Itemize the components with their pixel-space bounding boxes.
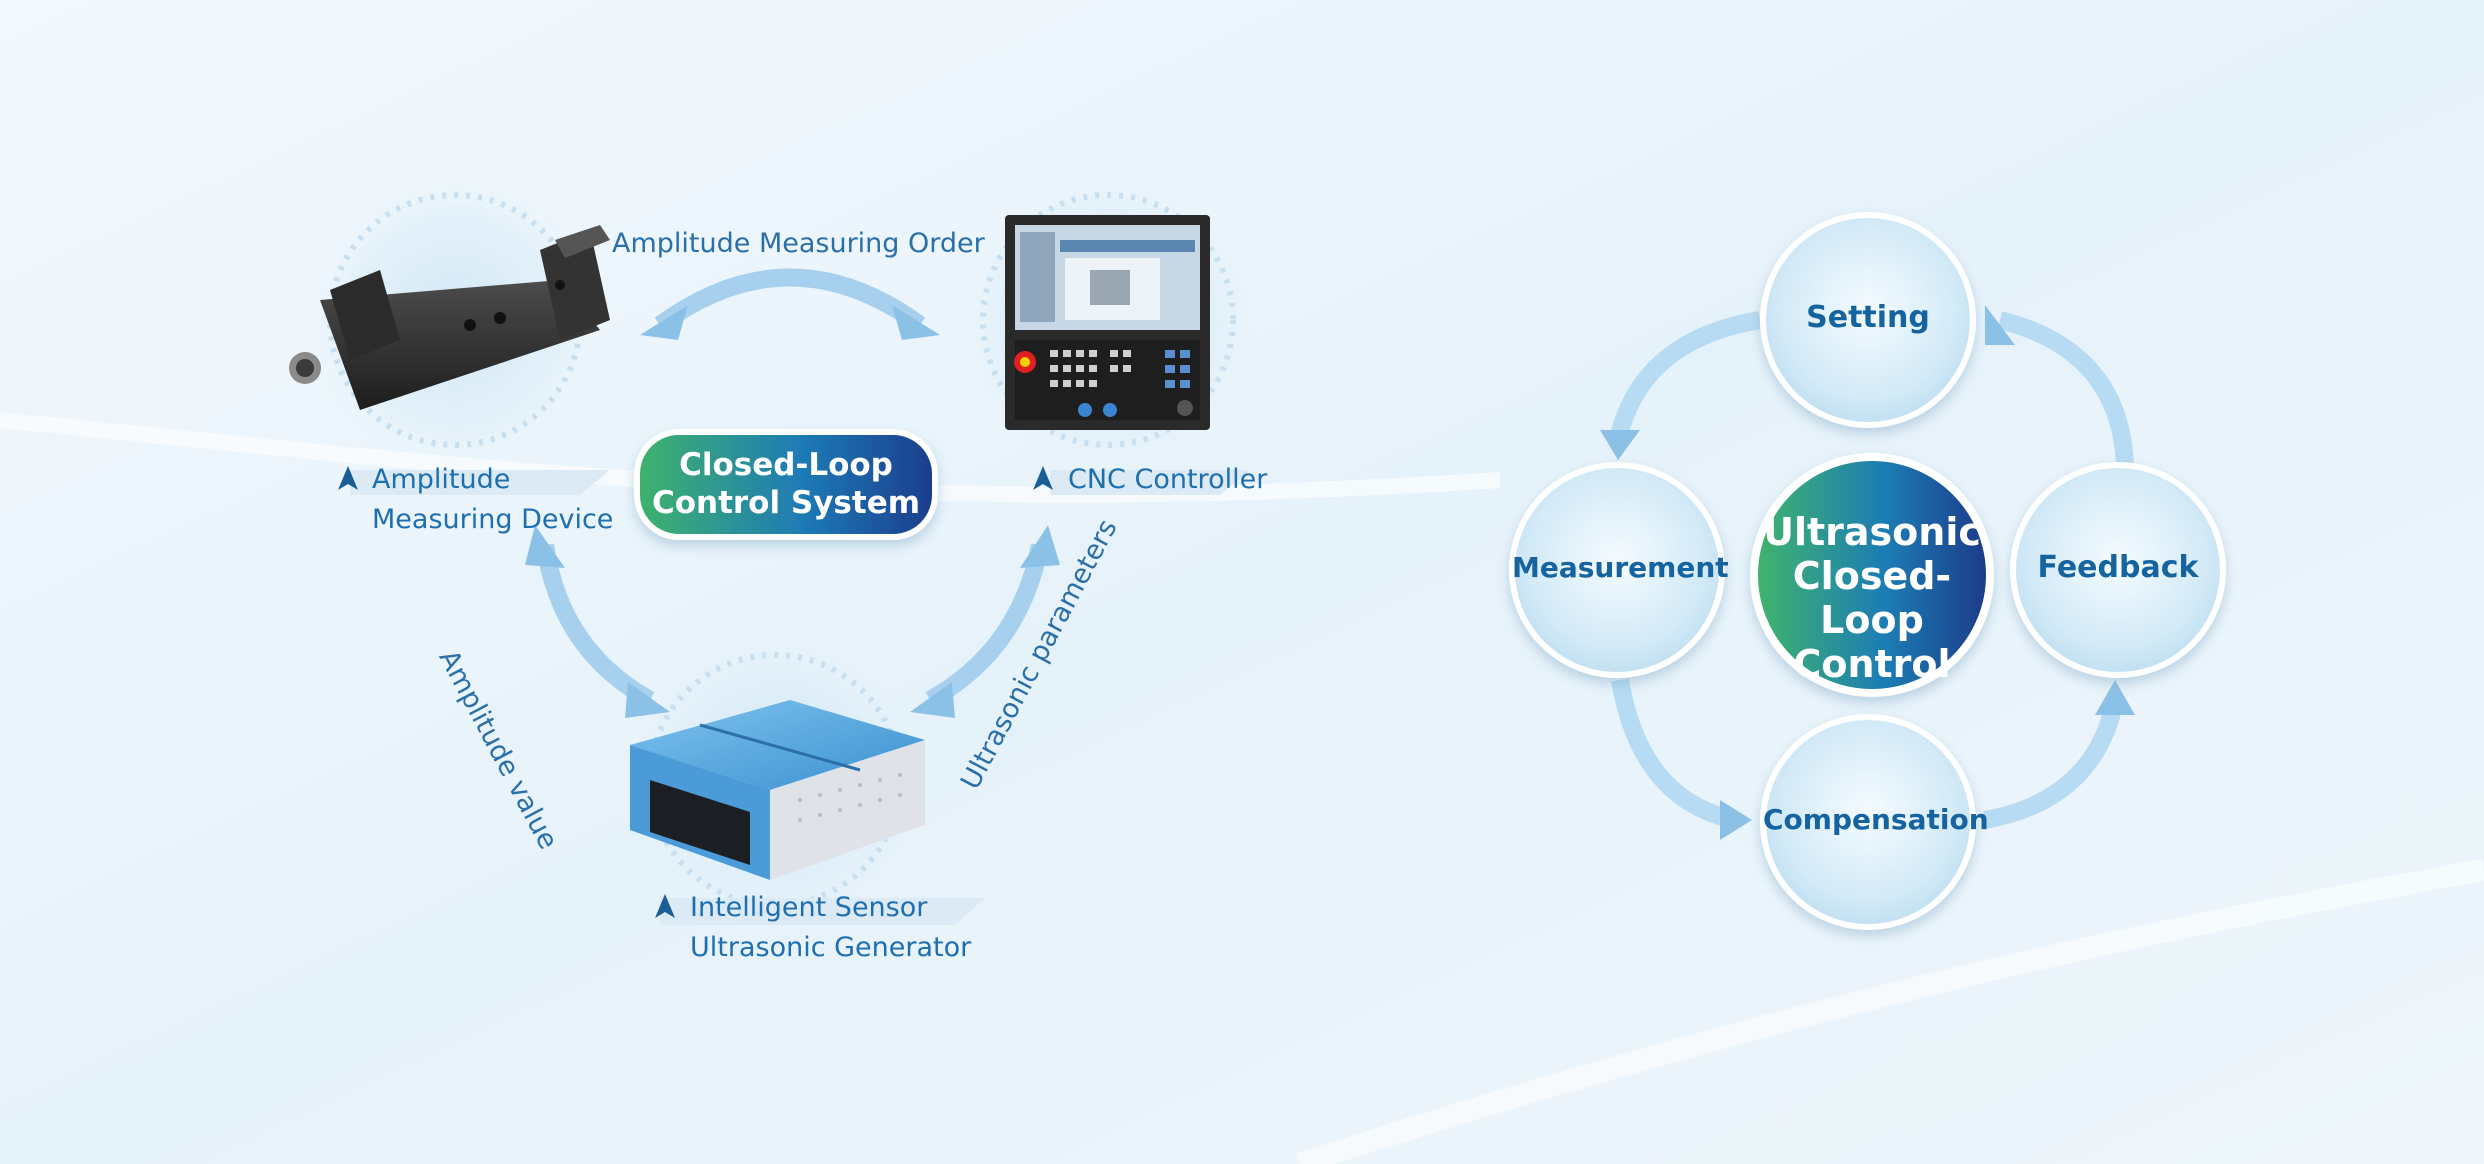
- edge-arrow-left: [525, 525, 670, 718]
- center-pill-title-line2: Control System: [651, 485, 921, 521]
- generator-image: [630, 700, 925, 880]
- edge-arrow-top: [640, 268, 940, 340]
- amplitude-device-label-line2: Measuring Device: [372, 504, 614, 535]
- generator-label-line1: Intelligent Sensor: [690, 892, 928, 923]
- cycle-center-title: Ultrasonic Closed-Loop Control: [1754, 510, 1990, 686]
- center-pill-title: Closed-Loop Control System: [637, 446, 935, 522]
- step-measurement: Measurement: [1512, 551, 1729, 584]
- step-compensation: Compensation: [1763, 803, 1989, 836]
- generator-label: Intelligent Sensor Ultrasonic Generator: [690, 888, 971, 968]
- cycle-arrows: [1600, 305, 2135, 840]
- amplitude-device-image: [289, 225, 610, 410]
- step-setting: Setting: [1806, 300, 1930, 335]
- cycle-bubbles: [1509, 212, 2226, 930]
- cnc-controller-image: [1005, 215, 1210, 430]
- center-pill-title-line1: Closed-Loop: [679, 447, 893, 483]
- marker-icon: [338, 466, 358, 490]
- center-pill: [634, 429, 938, 540]
- step-feedback: Feedback: [2037, 550, 2199, 585]
- amplitude-device-label: Amplitude Measuring Device: [372, 460, 613, 540]
- edge-arrow-right: [910, 525, 1060, 718]
- cycle-center-line1: Ultrasonic: [1763, 510, 1981, 554]
- amplitude-device-label-line1: Amplitude: [372, 464, 511, 495]
- generator-label-line2: Ultrasonic Generator: [690, 932, 972, 963]
- edge-label-top: Amplitude Measuring Order: [612, 228, 985, 259]
- marker-icon: [655, 894, 675, 918]
- marker-icon: [1033, 466, 1053, 490]
- cycle-center-line2: Closed-Loop: [1792, 554, 1952, 642]
- cycle-center-line3: Control: [1793, 642, 1951, 686]
- cnc-controller-label: CNC Controller: [1068, 464, 1268, 495]
